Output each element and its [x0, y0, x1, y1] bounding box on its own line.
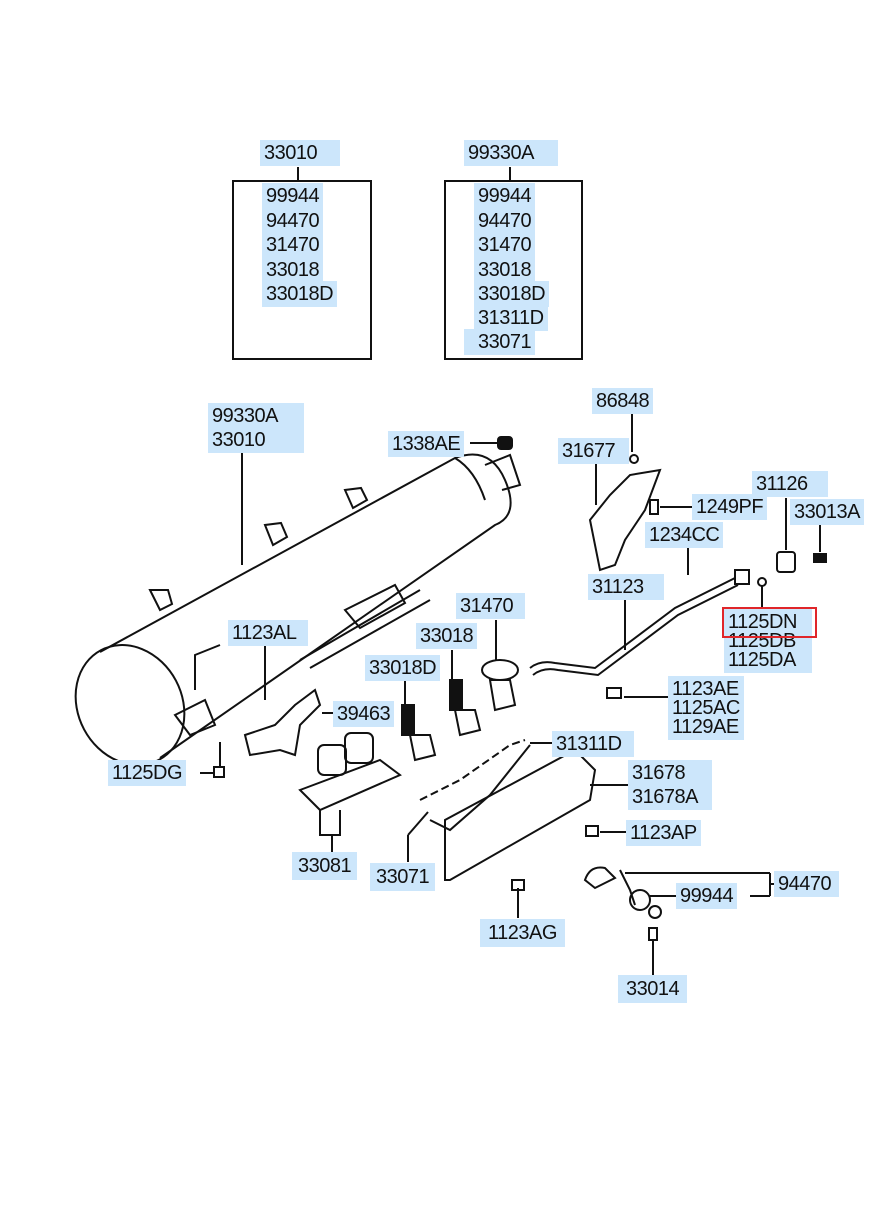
kit-item[interactable]: 33018	[262, 257, 324, 283]
highlight-box	[722, 607, 817, 638]
callout-33018[interactable]: 33018	[416, 623, 478, 649]
callout-99944[interactable]: 99944	[676, 883, 738, 909]
callout-31470[interactable]: 31470	[456, 593, 526, 619]
air-tank	[74, 453, 522, 778]
callout-1125DG[interactable]: 1125DG	[108, 760, 187, 786]
kit-item[interactable]: 33018	[474, 257, 536, 283]
kit-item[interactable]: 31470	[474, 232, 536, 258]
kit-item[interactable]: 33018D	[262, 281, 338, 307]
part-number: 33010	[212, 429, 266, 451]
kit-item[interactable]: 94470	[262, 208, 324, 234]
part-number: 1129AE	[672, 716, 739, 738]
kit-item[interactable]: 31470	[262, 232, 324, 258]
kit-code-label[interactable]: 99330A	[464, 140, 558, 166]
callout-86848[interactable]: 86848	[592, 388, 654, 414]
callout-33013A[interactable]: 33013A	[790, 499, 864, 525]
part-number: 1125AC	[672, 697, 740, 719]
part-number: 31678A	[632, 786, 698, 808]
part-number: 1123AE	[672, 678, 739, 700]
kit-item[interactable]: 99944	[262, 183, 324, 209]
callout-33014[interactable]: 33014	[618, 975, 688, 1003]
bracket	[243, 688, 322, 757]
cover	[588, 468, 662, 572]
callout-33071[interactable]: 33071	[370, 863, 436, 891]
callout-31123[interactable]: 31123	[588, 574, 664, 600]
heat-shield	[444, 748, 597, 881]
callout-31677[interactable]: 31677	[558, 438, 630, 464]
part-number: 1125DB	[728, 630, 796, 652]
kit-item[interactable]: 99944	[474, 183, 536, 209]
kit-box	[232, 180, 372, 360]
valve-assembly	[298, 732, 402, 836]
callout-33018D[interactable]: 33018D	[365, 655, 441, 681]
part-number: 1125DA	[728, 649, 796, 671]
callout-1338AE[interactable]: 1338AE	[388, 431, 465, 457]
callout-94470[interactable]: 94470	[774, 871, 840, 897]
callout-31126[interactable]: 31126	[752, 471, 828, 497]
callout-39463[interactable]: 39463	[333, 701, 395, 727]
callout-31311D[interactable]: 31311D	[552, 731, 634, 757]
kit-item[interactable]: 33018D	[474, 281, 550, 307]
part-number: 31678	[632, 762, 686, 784]
callout-33081[interactable]: 33081	[292, 852, 358, 880]
callout-1123AP[interactable]: 1123AP	[626, 820, 701, 846]
callout-1249PF[interactable]: 1249PF	[692, 494, 768, 520]
tube	[529, 577, 736, 670]
part-number-highlighted: 1125DN	[728, 611, 797, 633]
kit-code-label[interactable]: 33010	[260, 140, 340, 166]
callout-1123AL[interactable]: 1123AL	[228, 620, 309, 646]
part-number: 99330A	[212, 405, 278, 427]
callout-1123AG[interactable]: 1123AG	[480, 919, 565, 947]
kit-item[interactable]: 33071	[464, 329, 536, 355]
kit-item[interactable]: 31311D	[474, 305, 548, 331]
callout-1234CC[interactable]: 1234CC	[645, 522, 724, 548]
kit-item[interactable]: 94470	[474, 208, 536, 234]
kit-box	[444, 180, 583, 360]
